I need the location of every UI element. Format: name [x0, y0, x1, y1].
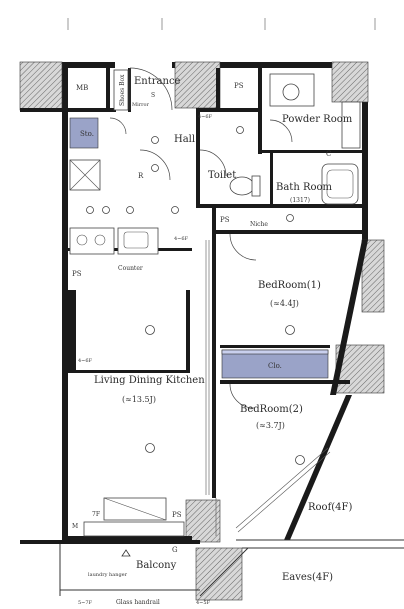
toilet-label: Toilet	[208, 170, 236, 181]
bedroom2-size-label: (≈3.7J)	[256, 421, 285, 430]
balcony-label: Balcony	[136, 560, 177, 571]
eaves-label: Eaves(4F)	[282, 572, 333, 583]
mirror-label: Mirror	[132, 102, 150, 108]
ps-mid-label: PS	[220, 216, 230, 224]
floor-level-ldk: 4~6F	[78, 358, 93, 364]
ldk-label: Living Dining Kitchen	[94, 375, 205, 386]
ps-kitchen-label: PS	[72, 270, 82, 278]
mark-m: M	[72, 523, 78, 530]
mark-r: R	[138, 172, 144, 180]
mark-c: C	[326, 150, 331, 158]
balcony-arrow-icon	[121, 549, 131, 557]
powder-room-label: Powder Room	[282, 114, 353, 125]
counter-label: Counter	[118, 265, 143, 272]
grid-ticks	[67, 18, 376, 30]
room-labels: MB Entrance Shoes Box Mirror PS Powder R…	[72, 74, 353, 606]
ps-balcony-label: PS	[172, 511, 182, 519]
niche-label: Niche	[250, 221, 268, 228]
bedroom1-label: BedRoom(1)	[258, 280, 321, 291]
bedroom2-label: BedRoom(2)	[240, 404, 303, 415]
mark-g: G	[172, 546, 178, 554]
storage-box	[69, 117, 99, 149]
bath-room-label: Bath Room	[276, 182, 333, 193]
shoes-box-label: Shoes Box	[119, 74, 126, 106]
interior-walls	[20, 68, 366, 498]
ceiling-lights	[86, 126, 305, 465]
sto-label: Sto.	[80, 130, 94, 138]
ps-top-label: PS	[234, 82, 244, 90]
hall-label: Hall	[174, 134, 195, 145]
bedroom1-size-label: (≈4.4J)	[270, 299, 299, 308]
closet-label: Clo.	[268, 362, 282, 370]
floor-level-balcony-right: 4~5F	[196, 600, 211, 606]
fixtures	[69, 69, 361, 537]
bath-size-label: (1317)	[290, 197, 310, 204]
ldk-size-label: (≈13.5J)	[122, 395, 156, 404]
sliding-door-tracks	[205, 240, 217, 536]
laundry-hanger-label: laundry hanger	[88, 572, 128, 578]
floor-level-hall: 4~6F	[198, 114, 213, 120]
roof-label: Roof(4F)	[308, 502, 352, 513]
doors	[109, 67, 293, 409]
floor-level-kitchen: 4~6F	[174, 236, 189, 242]
marks: S C R M G 7F 4~6F 4~6F 4~6F 5~7F 4~5F	[72, 92, 331, 606]
exterior-walls	[19, 61, 404, 601]
mark-s: S	[151, 92, 155, 99]
closet-bar	[221, 349, 329, 379]
glass-handrail-label: Glass handrail	[116, 599, 160, 606]
mark-7f: 7F	[92, 511, 100, 518]
mb-label: MB	[76, 84, 88, 92]
entrance-label: Entrance	[134, 76, 181, 87]
floor-level-balcony-left: 5~7F	[78, 600, 93, 606]
